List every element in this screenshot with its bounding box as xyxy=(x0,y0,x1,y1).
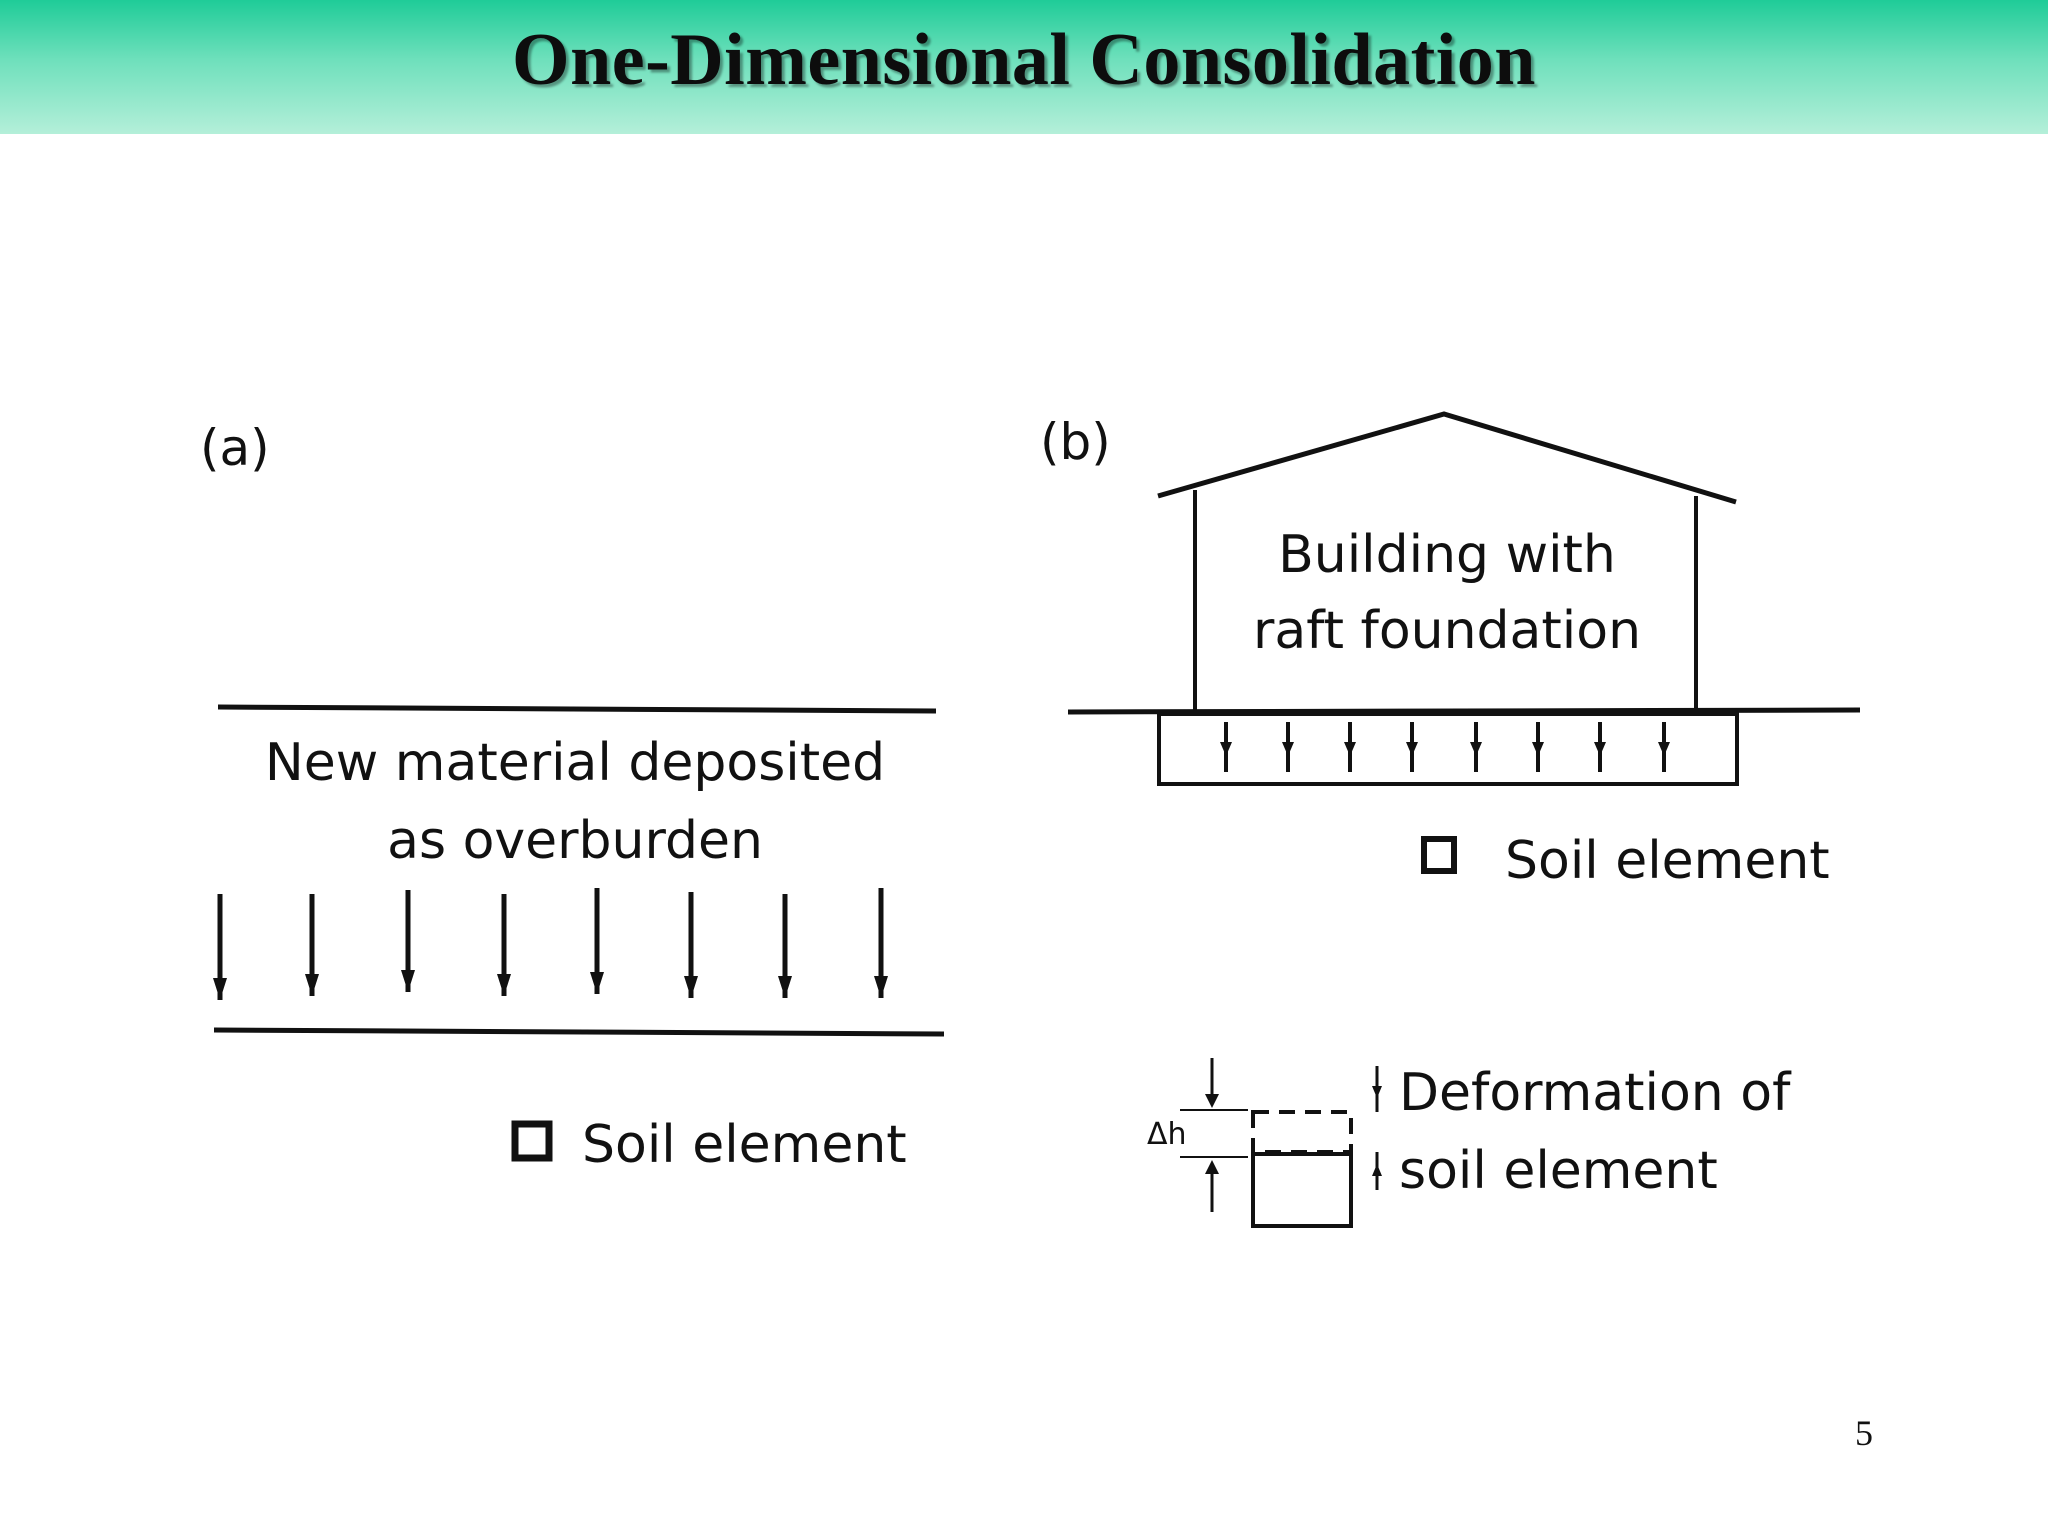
deformation-text-line2: soil element xyxy=(1399,1141,1718,1201)
panel-a-label: (a) xyxy=(200,419,270,477)
delta-h-label: Δh xyxy=(1147,1117,1187,1152)
building-text-line1: Building with xyxy=(1278,525,1616,585)
soil-element-a-icon xyxy=(511,1120,553,1162)
slide-title: One-Dimensional Consolidation xyxy=(512,19,1536,101)
soil-element-b-label: Soil element xyxy=(1505,831,1830,891)
deformed-element-outline xyxy=(1251,1152,1353,1228)
panel-b-label: (b) xyxy=(1040,413,1111,471)
overburden-top-line xyxy=(217,704,937,714)
soil-element-b-icon xyxy=(1421,836,1457,874)
deformation-detail: Δh Deformation of soil element xyxy=(1147,1058,1792,1228)
title-banner xyxy=(0,0,2048,134)
raft-foundation xyxy=(1157,712,1739,786)
building-roof xyxy=(1157,411,1737,505)
deposit-text-line1: New material deposited xyxy=(265,733,885,793)
panel-a: (a) New material deposited as overburden xyxy=(200,419,945,1175)
soil-element-a-label: Soil element xyxy=(582,1115,907,1175)
page-number: 5 xyxy=(1855,1413,1873,1453)
panel-b: (b) Building with raft foundation xyxy=(1040,411,1861,1228)
original-ground-line xyxy=(213,1027,945,1037)
building-text-line2: raft foundation xyxy=(1253,601,1641,661)
ground-line xyxy=(1067,707,1861,715)
load-arrowheads xyxy=(213,970,888,1000)
original-element-outline xyxy=(1251,1110,1353,1154)
raft-pressure-arrowheads xyxy=(1220,742,1670,756)
deposit-text-line2: as overburden xyxy=(387,811,763,871)
deformation-text-line1: Deformation of xyxy=(1399,1063,1792,1123)
